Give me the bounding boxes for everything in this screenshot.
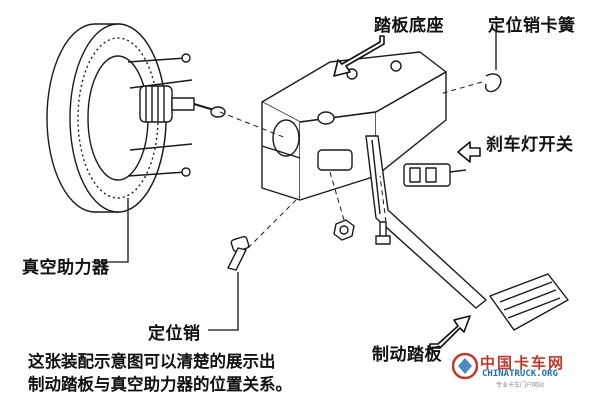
caption-line-1: 这张装配示意图可以清楚的展示出 [28,352,276,371]
switch-arrow-icon [457,141,481,163]
pedal-base-drawing [261,51,467,201]
label-brake-pedal: 制动踏板 [372,345,442,365]
label-pedal-base: 踏板底座 [374,16,444,36]
vacuum-booster-leader [92,198,129,263]
label-locating-pin: 定位销 [148,324,201,344]
caption-line-2: 制动踏板与真空助力器的位置关系。 [28,375,292,394]
locating-pin-leader [208,272,239,331]
label-brake-light-switch: 刹车灯开关 [486,135,574,155]
vacuum-booster-drawing [46,23,226,213]
locating-pin-drawing [227,235,250,271]
watermark-site: CHINATRUCK.ORG [482,369,558,379]
watermark-name: 中国卡车网 [480,354,566,372]
bolt-drawing [375,221,391,245]
watermark: 中国卡车网 CHINATRUCK.ORG 专业卡车门户网站 [452,352,594,389]
label-locating-pin-clip: 定位销卡簧 [488,16,576,36]
truck-logo-icon [452,352,478,380]
brake-pedal-arrow-icon [429,315,471,349]
caption: 这张装配示意图可以清楚的展示出 制动踏板与真空助力器的位置关系。 [28,350,292,396]
pedal-base-arrow-icon [333,35,385,77]
nut-drawing [333,219,355,241]
watermark-subtitle: 专业卡车门户网站 [496,382,545,389]
clip-drawing [484,73,502,93]
brake-pedal-drawing [365,135,569,331]
label-vacuum-booster: 真空助力器 [22,258,110,278]
